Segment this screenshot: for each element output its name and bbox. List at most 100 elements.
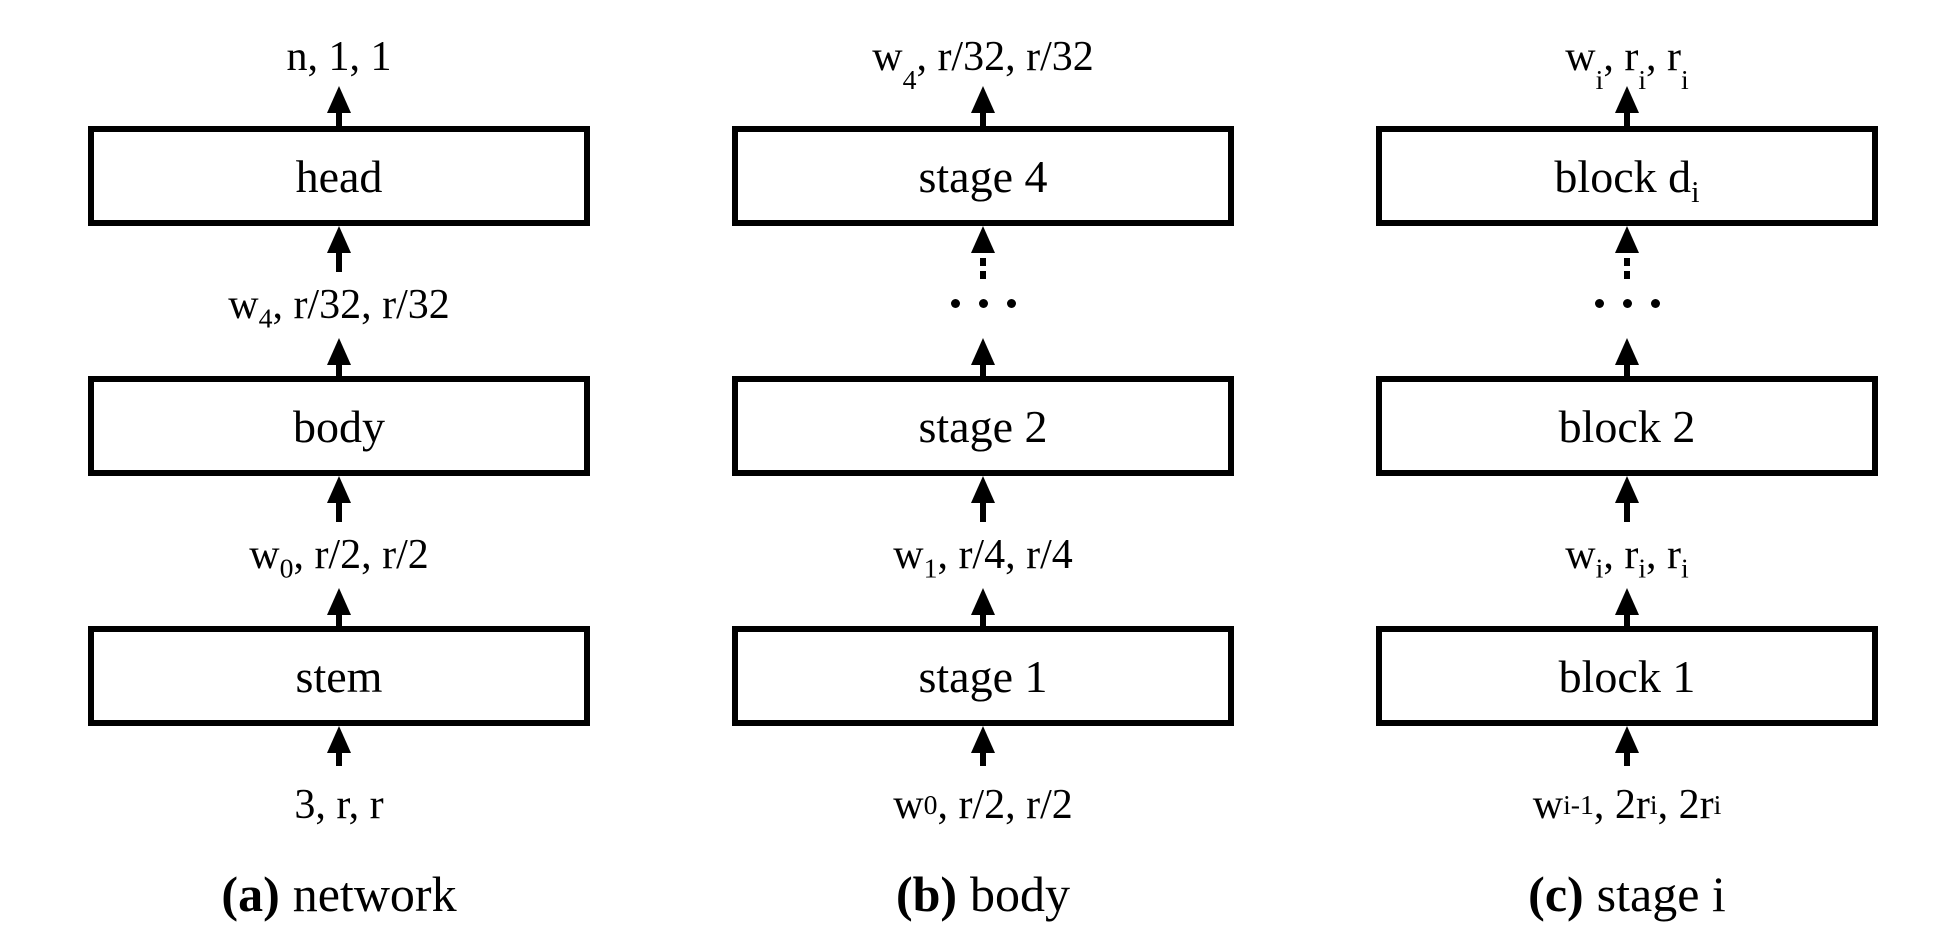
caption-name: body	[970, 866, 1071, 922]
arrow-up-icon	[1615, 86, 1639, 126]
arrow-head-icon	[327, 86, 351, 113]
arrow-head-icon	[971, 338, 995, 365]
connector-head-body: w4, r/32, r/32	[88, 226, 590, 376]
arrow-stem	[336, 113, 342, 126]
caption-tag: (b)	[895, 866, 958, 922]
arrow-head-icon	[971, 86, 995, 113]
arrow-stem	[980, 615, 986, 626]
box-label: block 2	[1558, 400, 1696, 452]
arrow-head-icon	[1615, 588, 1639, 615]
arrow-head-icon	[327, 476, 351, 503]
arrow-head-icon	[971, 726, 995, 753]
arrow-up-icon	[971, 726, 995, 766]
arrow-stem	[980, 503, 986, 522]
arrow-up-icon	[327, 86, 351, 126]
box-block-1: block 1	[1376, 626, 1878, 726]
arrow-up-icon	[971, 476, 995, 522]
box-label: stage 1	[918, 650, 1048, 702]
arrow-up-icon	[1615, 476, 1639, 522]
arrow-head-icon	[1615, 476, 1639, 503]
edge-shape-label: w0, r/2, r/2	[249, 531, 429, 584]
caption-tag: (c)	[1528, 866, 1584, 922]
arrow-stem	[980, 365, 986, 376]
caption-name: stage i	[1596, 866, 1726, 922]
arrow-head-icon	[1615, 86, 1639, 113]
arrow-head-icon	[1615, 226, 1639, 253]
arrow-head-icon	[1615, 726, 1639, 753]
box-label: block 1	[1558, 650, 1696, 702]
caption-a: (a) network	[221, 836, 456, 952]
connector-ellipsis	[1376, 226, 1878, 376]
box-label: stem	[295, 650, 383, 702]
box-block-di: block di	[1376, 126, 1878, 226]
arrow-stem	[336, 615, 342, 626]
dashed-arrow-up-icon	[1615, 226, 1639, 279]
arrow-dash	[1624, 271, 1630, 279]
arrow-head-icon	[327, 588, 351, 615]
box-stage-1: stage 1	[732, 626, 1234, 726]
arrow-up-icon	[327, 476, 351, 522]
arrow-head-icon	[327, 726, 351, 753]
arrow-stem	[980, 113, 986, 126]
arrow-up-icon	[971, 86, 995, 126]
connector-block1-block2: wi, ri, ri	[1376, 476, 1878, 626]
arrow-stem	[980, 753, 986, 766]
edge-shape-label: wi, ri, ri	[1565, 531, 1689, 584]
box-block-2: block 2	[1376, 376, 1878, 476]
dot	[1650, 298, 1660, 308]
box-stem: stem	[88, 626, 590, 726]
arrow-up-icon	[327, 226, 351, 272]
output-shape-label: n, 1, 1	[286, 33, 392, 80]
arrow-stem	[1624, 365, 1630, 376]
arrow-stem	[336, 503, 342, 522]
dot	[978, 298, 988, 308]
dot	[1006, 298, 1016, 308]
arrow-head-icon	[971, 226, 995, 253]
arrow-up-icon	[1615, 338, 1639, 376]
input-shape-label: 3, r, r	[294, 781, 384, 828]
arrow-stem	[336, 753, 342, 766]
connector-stage1-stage2: w1, r/4, r/4	[732, 476, 1234, 626]
dot	[950, 298, 960, 308]
arrow-dash	[980, 271, 986, 279]
box-label: block di	[1554, 150, 1700, 209]
arrow-stem	[1624, 113, 1630, 126]
caption-name: network	[292, 866, 457, 922]
caption-c: (c) stage i	[1528, 836, 1726, 952]
connector-ellipsis	[732, 226, 1234, 376]
ellipsis-dots-icon	[1585, 298, 1669, 308]
arrow-up-icon	[1615, 726, 1639, 766]
box-label: stage 2	[918, 400, 1048, 452]
arrow-stem	[336, 253, 342, 272]
dot	[1622, 298, 1632, 308]
arrow-stem	[1624, 503, 1630, 522]
arrow-dash	[980, 258, 986, 266]
arrow-up-icon	[327, 338, 351, 376]
arrow-up-icon	[971, 588, 995, 626]
box-head: head	[88, 126, 590, 226]
edge-shape-label: w1, r/4, r/4	[893, 531, 1073, 584]
arrow-head-icon	[971, 476, 995, 503]
arrow-up-icon	[971, 338, 995, 376]
caption-b: (b) body	[896, 836, 1070, 952]
arrow-up-icon	[1615, 588, 1639, 626]
dot	[1594, 298, 1604, 308]
edge-shape-label: w4, r/32, r/32	[228, 281, 450, 334]
arrow-stem	[1624, 753, 1630, 766]
arrow-head-icon	[1615, 338, 1639, 365]
column-a-network: n, 1, 1 head w4, r/32, r/32 body	[88, 0, 590, 952]
dashed-arrow-up-icon	[971, 226, 995, 279]
arrow-up-icon	[327, 588, 351, 626]
arrow-up-icon	[327, 726, 351, 766]
box-stage-2: stage 2	[732, 376, 1234, 476]
ellipsis-dots-icon	[941, 298, 1025, 308]
arrow-head-icon	[327, 338, 351, 365]
box-stage-4: stage 4	[732, 126, 1234, 226]
